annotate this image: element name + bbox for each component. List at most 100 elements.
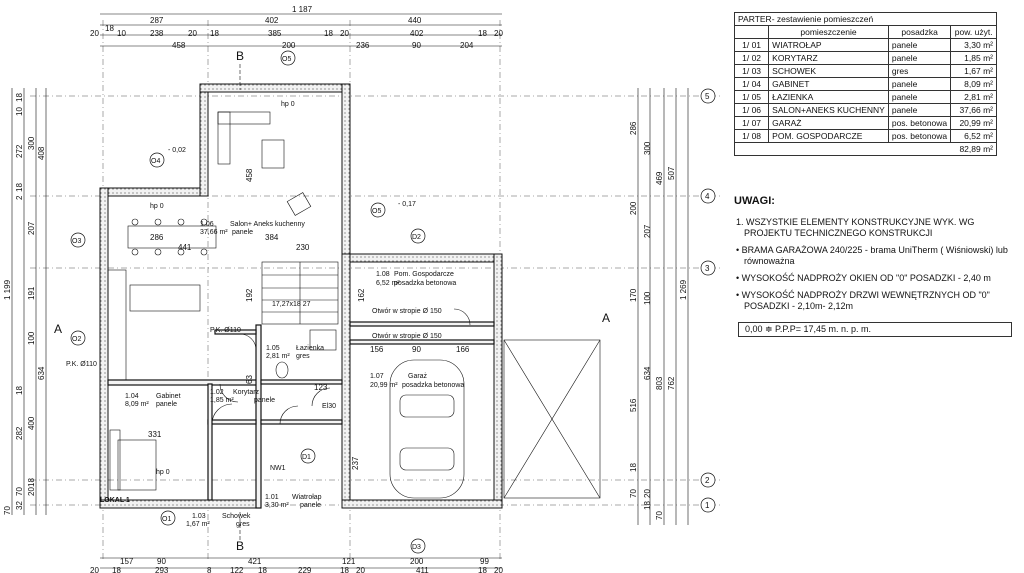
notes-section: UWAGI: 1. WSZYSTKIE ELEMENTY KONSTRUKCYJ… <box>734 196 1024 337</box>
level-mark: - 0,02 <box>168 147 186 154</box>
dim-total-top: 1 187 <box>292 5 313 14</box>
dim-top: 204 <box>460 41 474 50</box>
dim-right: 70 <box>629 489 638 498</box>
dim-right: 18 <box>643 501 652 510</box>
room-kor-num: 1.02 <box>210 389 224 396</box>
row-floor: panele <box>887 51 952 65</box>
row-no: 1/ 06 <box>733 103 770 117</box>
bottom-dimensions: 157 90 421 121 200 99 20 18 293 8 122 18… <box>90 557 503 573</box>
table-header: pow. użyt. <box>950 25 997 39</box>
dim-bottom: 90 <box>157 557 166 566</box>
table-row: 1/ 08 POM. GOSPODARCZE pos. betonowa 6,5… <box>733 129 997 143</box>
dim-bottom: 411 <box>416 566 429 573</box>
dim-right: 762 <box>667 376 676 390</box>
top-dimensions: 1 187 287 402 440 20 18 10 238 20 18 385… <box>90 5 503 50</box>
table-total-row: 82,89 m² <box>734 142 997 156</box>
dim-left: 20 <box>27 487 36 496</box>
axis-label: 2 <box>705 476 710 485</box>
dim-left: 70 <box>3 506 12 515</box>
table-title-row: PARTER- zestawienie pomieszczeń <box>734 12 997 26</box>
dim-left-total: 1 199 <box>3 279 12 300</box>
inner-dim: 162 <box>357 288 366 302</box>
room-gab-area: 8,09 m² <box>125 401 149 408</box>
dim-top: 18 <box>324 29 333 38</box>
axis-markers: 5 4 3 2 1 <box>700 88 716 513</box>
row-area: 8,09 m² <box>950 77 997 91</box>
room-wia-num: 1.01 <box>265 494 279 501</box>
door-label: D3 <box>412 544 421 551</box>
dim-right: 286 <box>629 121 638 135</box>
staircase <box>261 261 339 325</box>
pk-label: P.K. Ø110 <box>210 327 241 334</box>
dim-bottom: 8 <box>207 566 212 573</box>
row-name: GABINET <box>768 77 889 91</box>
dim-left: 18 <box>27 478 36 487</box>
dim-top: 20 <box>188 29 197 38</box>
dim-left: 634 <box>37 366 46 380</box>
room-kor-name: Korytarz <box>233 389 260 396</box>
note-item: 1. WSZYSTKIE ELEMENTY KONSTRUKCYJNE WYK.… <box>736 217 975 238</box>
stairs-label: 17,27x18 27 <box>272 301 311 308</box>
dim-bottom: 157 <box>120 557 134 566</box>
dim-bottom: 18 <box>112 566 121 573</box>
row-no: 1/ 08 <box>733 129 770 143</box>
section-b-top: B <box>236 49 244 63</box>
notes-title: UWAGI: <box>734 195 775 207</box>
dim-top: 18 <box>478 29 487 38</box>
dim-top: 402 <box>265 16 279 25</box>
dim-top: 402 <box>410 29 424 38</box>
dim-bottom: 20 <box>356 566 365 573</box>
room-laz-num: 1.05 <box>266 345 280 352</box>
inner-dim: 123 <box>314 383 328 392</box>
row-name: SCHOWEK <box>768 64 889 78</box>
axis-label: 3 <box>705 264 710 273</box>
row-floor: gres <box>887 64 952 78</box>
table-total: 82,89 m² <box>734 142 997 156</box>
dim-top: 287 <box>150 16 164 25</box>
section-a-left: A <box>54 322 62 336</box>
room-gosp-num: 1.08 <box>376 271 390 278</box>
dim-bottom: 293 <box>155 566 169 573</box>
opening-label: Otwór w stropie Ø 150 <box>372 308 442 315</box>
dim-left: 18 <box>15 386 24 395</box>
row-no: 1/ 04 <box>733 77 770 91</box>
opening-markers: O5 O4 O3 O2 O1 O5 D2 D3 D1 <box>70 50 426 554</box>
note-item: • BRAMA GARAŻOWA 240/225 - brama UniTher… <box>736 245 1008 266</box>
room-garaz-floor: posadzka betonowa <box>402 382 464 389</box>
opening-label: Otwór w stropie Ø 150 <box>372 333 442 340</box>
room-kor-floor: panele <box>254 397 275 404</box>
table-title: PARTER- zestawienie pomieszczeń <box>734 12 997 26</box>
nw-label: NW1 <box>270 465 286 472</box>
row-name: KORYTARZ <box>768 51 889 65</box>
dim-bottom: 200 <box>410 557 424 566</box>
section-b-bottom: B <box>236 539 244 553</box>
room-garaz-name: Garaż <box>408 373 428 380</box>
dim-bottom: 421 <box>248 557 262 566</box>
dim-top: 385 <box>268 29 282 38</box>
room-wia-floor: panele <box>300 502 321 509</box>
row-floor: pos. betonowa <box>887 129 952 143</box>
room-laz-floor: gres <box>296 353 310 360</box>
row-area: 2,81 m² <box>950 90 997 104</box>
inner-dim: 156 <box>370 345 384 354</box>
dim-left: 2 <box>15 195 24 200</box>
fire-door-label: El30 <box>322 403 336 410</box>
dim-right: 170 <box>629 288 638 302</box>
pk-label: P.K. Ø110 <box>66 361 97 368</box>
window-label: O4 <box>151 158 160 165</box>
dim-right: 70 <box>655 511 664 520</box>
dim-top: 90 <box>412 41 421 50</box>
dim-top: 20 <box>494 29 503 38</box>
dim-top: 20 <box>340 29 349 38</box>
dim-right: 469 <box>655 171 664 185</box>
row-floor: panele <box>887 38 952 52</box>
dim-top: 238 <box>150 29 164 38</box>
dim-top: 440 <box>408 16 422 25</box>
dim-bottom: 18 <box>258 566 267 573</box>
room-sch-name: Schowek <box>222 513 251 520</box>
row-floor: panele <box>887 90 952 104</box>
room-gab-num: 1.04 <box>125 393 139 400</box>
row-no: 1/ 02 <box>733 51 770 65</box>
room-wia-name: Wiatrołap <box>292 494 322 501</box>
room-gab-floor: panele <box>156 401 177 408</box>
